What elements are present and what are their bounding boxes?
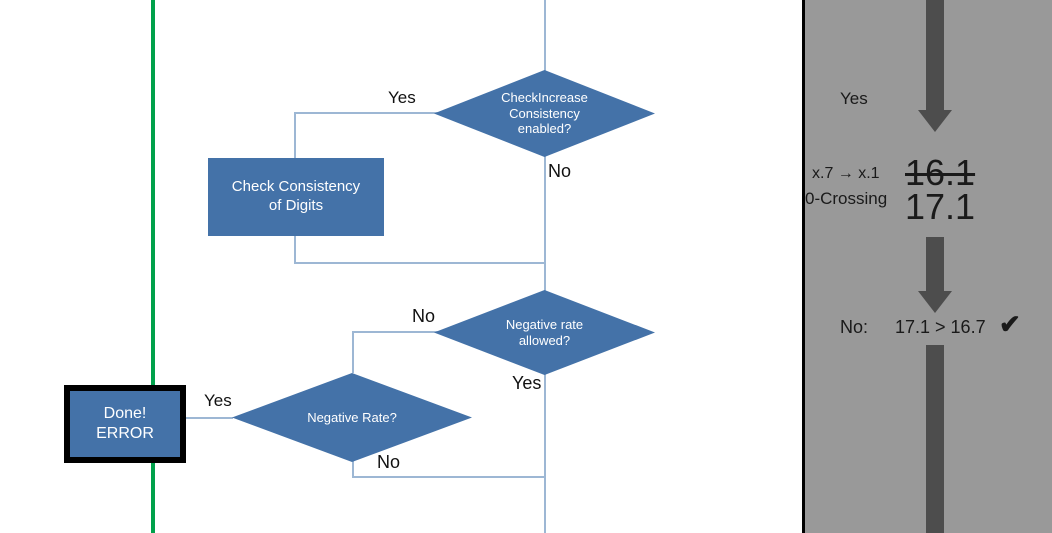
panel-arrow-1-head — [918, 110, 952, 132]
panel-comparison-checkmark-icon: ✔ — [999, 309, 1021, 339]
edge-label-negallowed-yes: Yes — [512, 373, 542, 393]
panel-comparison-label: No: — [840, 317, 869, 337]
panel-value-result: 17.1 — [905, 186, 976, 227]
panel-arrow-2-head — [918, 291, 952, 313]
panel-arrow-3-shaft — [926, 345, 944, 533]
terminator-line-2: ERROR — [96, 425, 154, 442]
decision-negative-rate-allowed[interactable]: Negative rate allowed? — [434, 290, 655, 375]
decision-negative-rate-allowed-label: Negative rate allowed? — [506, 317, 583, 349]
edge-label-negrate-yes: Yes — [204, 391, 232, 410]
connector-top-spine — [544, 0, 546, 71]
decision-check-increase-consistency-label: CheckIncrease Consistency enabled? — [501, 90, 588, 138]
edge-label-checkincrease-yes: Yes — [388, 88, 416, 107]
panel-arrow-2-shaft — [926, 237, 944, 294]
panel-arrow-1-shaft — [926, 0, 944, 112]
edge-label-checkincrease-no: No — [548, 161, 572, 181]
decision-line-2: allowed? — [518, 332, 571, 348]
connector-negallowed-no-horizontal — [352, 331, 444, 333]
connector-checkincrease-yes-down — [294, 112, 296, 158]
connector-done-to-negative-rate — [173, 417, 233, 419]
panel-comparison-expression: 17.1 > 16.7 — [895, 317, 986, 337]
connector-negrate-no-to-spine — [352, 476, 546, 478]
panel-branch-label: Yes — [840, 89, 868, 108]
decision-negative-rate[interactable]: Negative Rate? — [232, 373, 472, 462]
terminator-done-error-label: Done! ERROR — [96, 404, 154, 444]
process-line-2: of Digits — [268, 197, 324, 214]
edge-label-negallowed-no: No — [412, 306, 436, 326]
green-boundary-line — [151, 0, 155, 533]
decision-line-2: Consistency — [509, 105, 580, 121]
side-panel: Yes x.7 → x.1 0-Crossing 16.1 17.1 No: 1… — [802, 0, 1052, 533]
terminator-line-1: Done! — [103, 405, 147, 422]
connector-checkincrease-yes-horizontal — [294, 112, 442, 114]
connector-negrate-no-down — [352, 455, 354, 477]
decision-line-1: Negative rate — [505, 316, 584, 332]
connector-digits-box-down — [294, 236, 296, 263]
process-line-1: Check Consistency — [231, 178, 361, 196]
decision-negative-rate-label: Negative Rate? — [307, 409, 397, 425]
connector-negallowed-yes-spine — [544, 362, 546, 533]
decision-check-increase-consistency[interactable]: CheckIncrease Consistency enabled? — [434, 70, 655, 157]
panel-rule-line-1: x.7 → x.1 — [812, 165, 880, 182]
panel-value-struck: 16.1 — [905, 152, 976, 193]
process-check-consistency-label: Check Consistency of Digits — [232, 178, 360, 216]
connector-checkincrease-no-spine — [544, 156, 546, 304]
panel-rule-line-2: 0-Crossing — [805, 189, 888, 208]
process-check-consistency-of-digits[interactable]: Check Consistency of Digits — [208, 158, 384, 236]
decision-line-3: enabled? — [517, 121, 572, 137]
edge-label-negrate-no: No — [377, 452, 401, 472]
terminator-done-error[interactable]: Done! ERROR — [64, 385, 186, 463]
connector-digits-box-to-spine — [294, 262, 546, 264]
connector-negallowed-no-down — [352, 331, 354, 373]
decision-line-1: CheckIncrease — [501, 89, 588, 105]
